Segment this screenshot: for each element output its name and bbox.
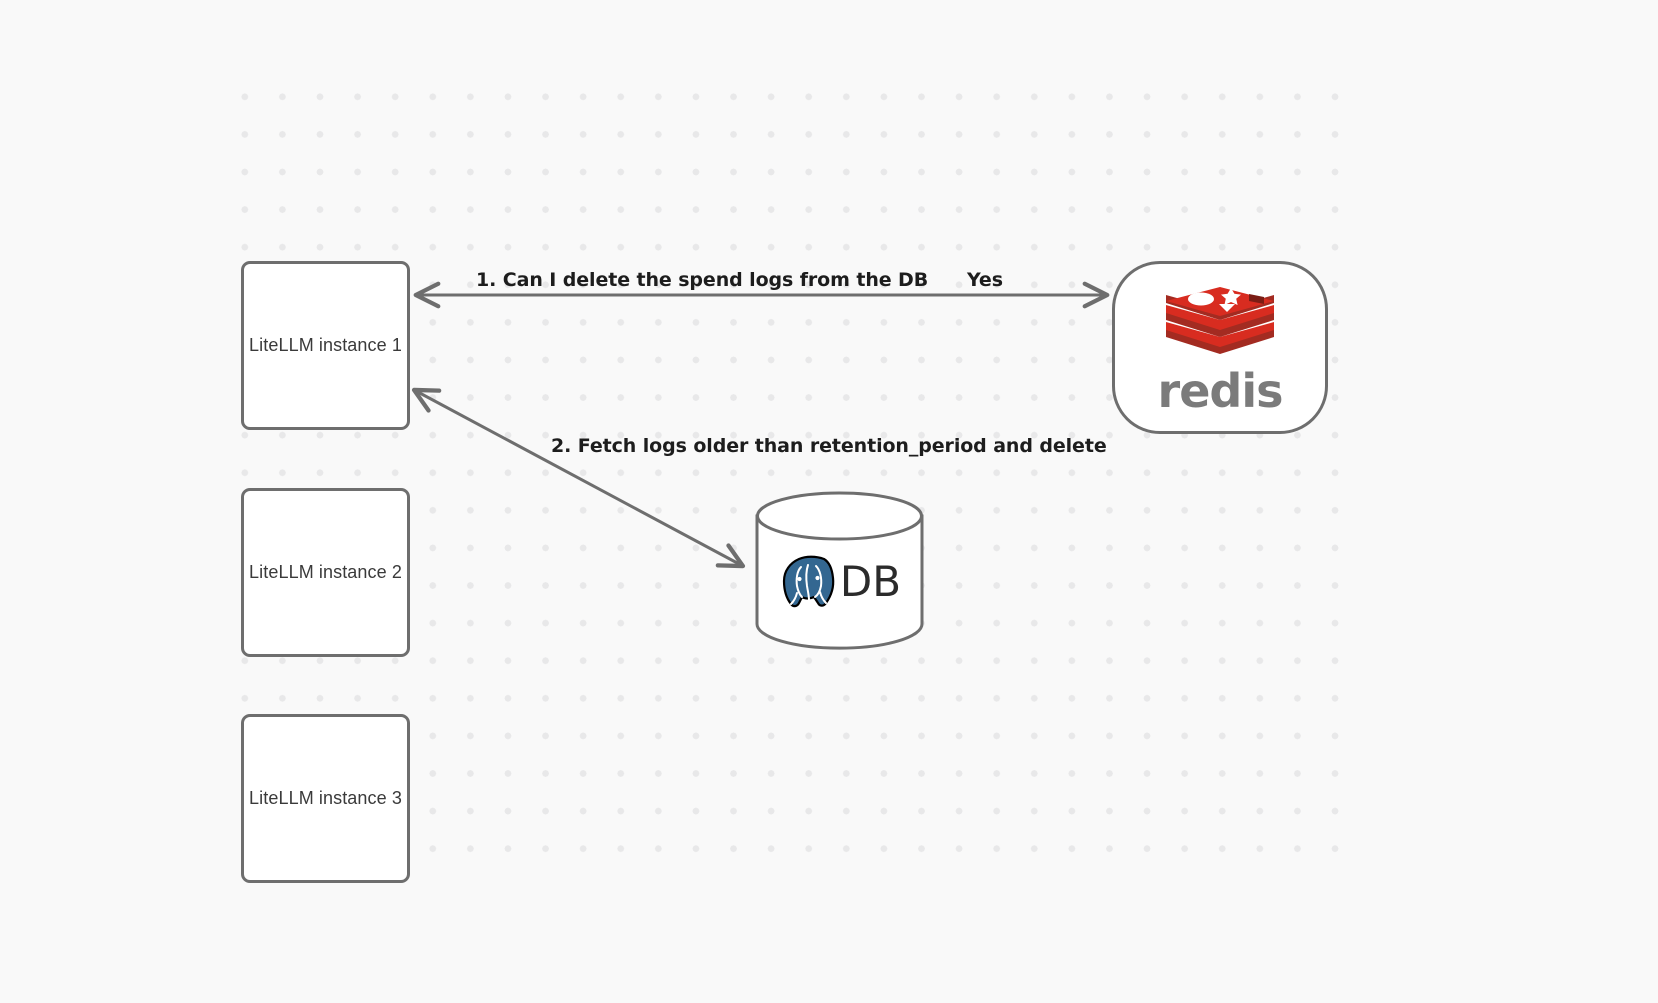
edge-label-step-1: 1. Can I delete the spend logs from the … <box>476 269 929 291</box>
database-label-row: DB <box>754 490 925 650</box>
node-litellm-instance-3[interactable]: LiteLLM instance 3 <box>241 714 410 883</box>
node-database[interactable]: DB <box>754 490 925 650</box>
node-litellm-instance-1[interactable]: LiteLLM instance 1 <box>241 261 410 430</box>
node-label: LiteLLM instance 2 <box>249 562 402 582</box>
node-label: LiteLLM instance 3 <box>249 788 402 808</box>
edge-litellm1-database <box>411 387 746 569</box>
database-cylinder-shape <box>755 491 924 650</box>
node-litellm-instance-2[interactable]: LiteLLM instance 2 <box>241 488 410 657</box>
redis-logo-group: redis <box>1158 282 1283 414</box>
database-label: DB <box>839 557 902 606</box>
node-label: LiteLLM instance 1 <box>249 335 402 355</box>
redis-wordmark: redis <box>1157 363 1284 418</box>
postgresql-elephant-icon <box>781 554 836 609</box>
redis-logo-icon <box>1166 286 1274 354</box>
edge-label-step-2: 2. Fetch logs older than retention_perio… <box>551 435 1107 457</box>
edge-label-reply-yes: Yes <box>967 269 1003 291</box>
node-redis[interactable]: redis <box>1112 261 1328 434</box>
